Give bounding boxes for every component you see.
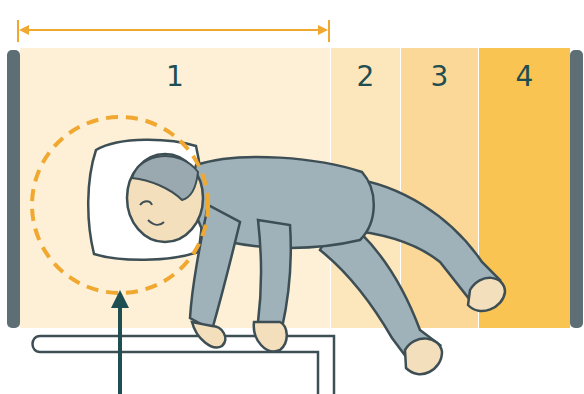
bed-end-board: [7, 50, 20, 328]
bed-end-board: [570, 50, 583, 328]
dimension-line: [26, 29, 321, 31]
mattress-section: 3: [400, 48, 478, 328]
section-number: 1: [20, 48, 330, 91]
mattress-section: 2: [330, 48, 400, 328]
arrow-head: [318, 25, 328, 35]
dimension-tick: [17, 20, 19, 42]
dimension-tick: [328, 20, 330, 42]
mattress-section: 4: [478, 48, 570, 328]
section-number: 4: [479, 48, 570, 91]
section-number: 3: [401, 48, 478, 91]
section-number: 2: [331, 48, 400, 91]
dimension-arrow: [18, 20, 329, 42]
bed-rail: [33, 336, 335, 394]
arrow-head: [19, 25, 29, 35]
mattress-section: 1: [20, 48, 330, 328]
foot: [405, 339, 442, 375]
